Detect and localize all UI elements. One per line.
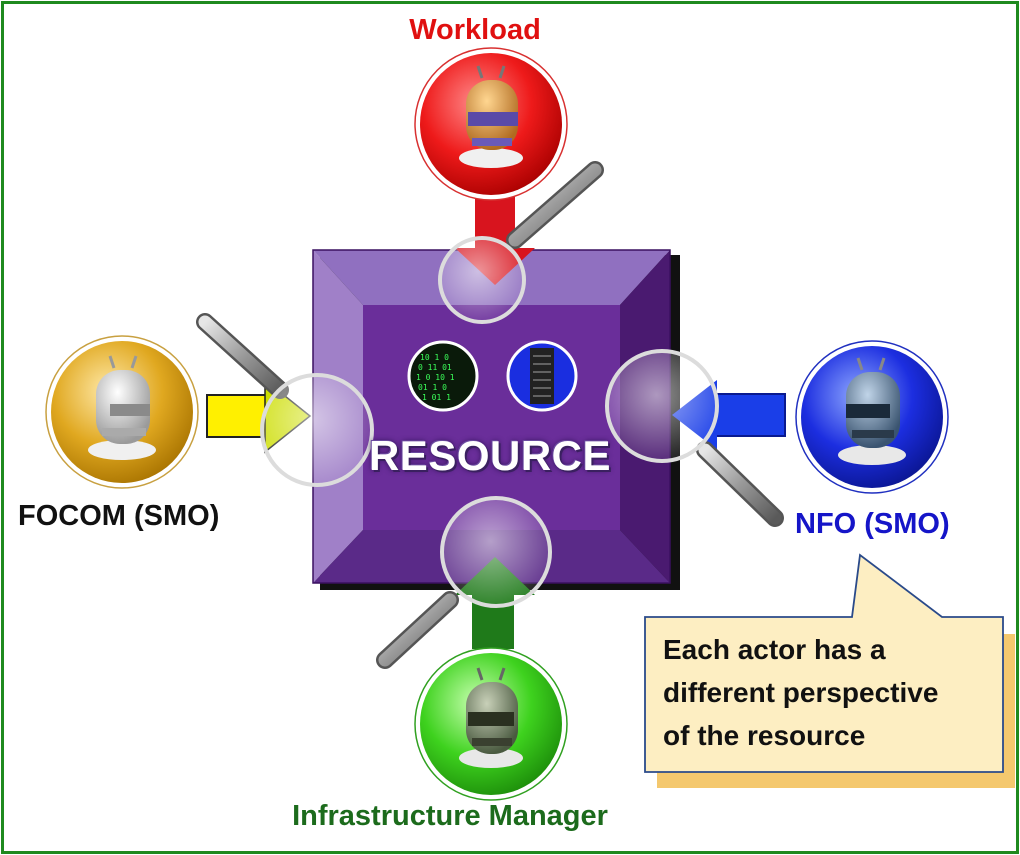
- callout-line: Each actor has a: [663, 634, 886, 665]
- callout-line: of the resource: [663, 720, 866, 751]
- nfo-label: NFO (SMO): [795, 508, 950, 540]
- workload-magnifier: [438, 161, 604, 324]
- nfo-magnifier: [605, 349, 784, 527]
- infra-actor-icon: [414, 647, 568, 801]
- focom-actor-icon: [45, 335, 199, 489]
- server-rack-icon: [506, 340, 578, 412]
- infra-magnifier: [376, 496, 552, 669]
- svg-text:10 1 0: 10 1 0: [420, 353, 449, 362]
- workload-actor-icon: [414, 47, 568, 201]
- infrastructure-manager-label: Infrastructure Manager: [292, 800, 608, 832]
- workload-label: Workload: [409, 14, 541, 46]
- resource-label: RESOURCE: [368, 432, 612, 479]
- callout-bubble: [644, 553, 1015, 788]
- svg-text:0 11 01: 0 11 01: [418, 363, 452, 372]
- focom-magnifier: [196, 313, 374, 487]
- svg-text:1 0 10 1: 1 0 10 1: [416, 373, 455, 382]
- svg-text:01 1 0: 01 1 0: [418, 383, 447, 392]
- callout-text: Each actor has a different perspective o…: [663, 628, 993, 757]
- svg-text:1 01 1: 1 01 1: [422, 393, 451, 402]
- focom-label: FOCOM (SMO): [18, 500, 220, 532]
- nfo-actor-icon: [795, 340, 949, 494]
- matrix-code-icon: 10 1 0 0 11 01 1 0 10 1 01 1 0 1 01 1: [407, 340, 479, 412]
- callout-line: different perspective: [663, 677, 939, 708]
